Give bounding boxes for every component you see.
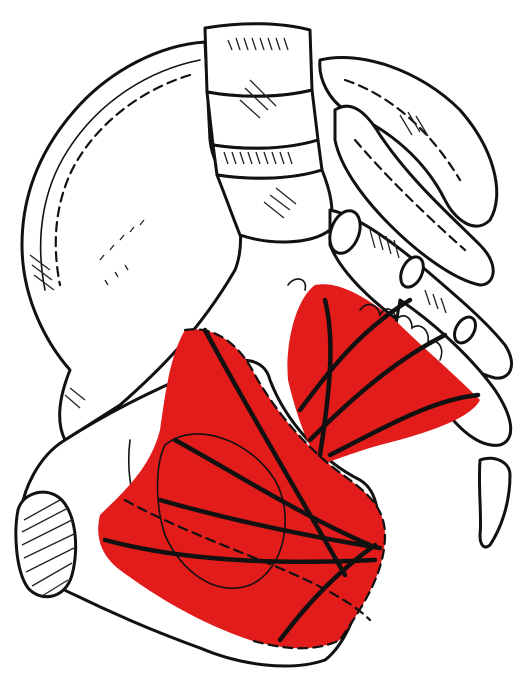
small-hook	[288, 279, 305, 290]
vertebra-middle	[207, 90, 318, 148]
coccyx-tip	[479, 458, 510, 547]
vertebra-upper	[205, 24, 312, 97]
pubic-symphysis	[16, 492, 76, 596]
